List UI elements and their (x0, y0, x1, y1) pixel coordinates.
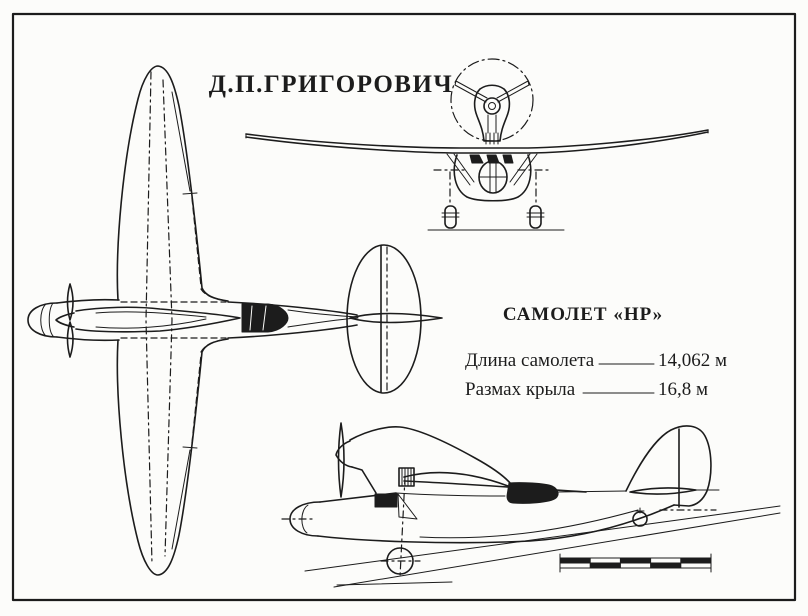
spec-row-span: Размах крыла 16,8 м (465, 379, 708, 400)
canopy-side-view (506, 482, 559, 504)
landing-gear-side-view (336, 476, 453, 586)
canopy-top-view (241, 303, 289, 333)
tailplane-top-view (346, 244, 443, 394)
spec-row-length: Длина самолета 14,062 м (465, 350, 727, 371)
front-view-drawing (245, 58, 709, 231)
propeller-side-view (335, 422, 353, 498)
top-view-drawing (27, 65, 443, 576)
spec-label-length: Длина самолета (465, 350, 595, 371)
canopy-front-view (469, 154, 514, 164)
border-frame (11, 12, 797, 602)
tail-side-view (625, 425, 720, 508)
propeller-top-view (55, 283, 75, 358)
scale-bar (559, 553, 712, 573)
spec-label-span: Размах крыла (465, 379, 576, 400)
spec-value-span: 16,8 м (658, 379, 708, 400)
propeller-front-view (454, 80, 530, 134)
propeller-disc (450, 58, 534, 142)
landing-gear-front-view (427, 171, 565, 231)
side-view-drawing (281, 422, 781, 588)
spec-value-length: 14,062 м (658, 350, 727, 371)
aircraft-name: САМОЛЕТ «НР» (503, 304, 663, 325)
designer-title: Д.П.ГРИГОРОВИЧ (209, 71, 454, 98)
